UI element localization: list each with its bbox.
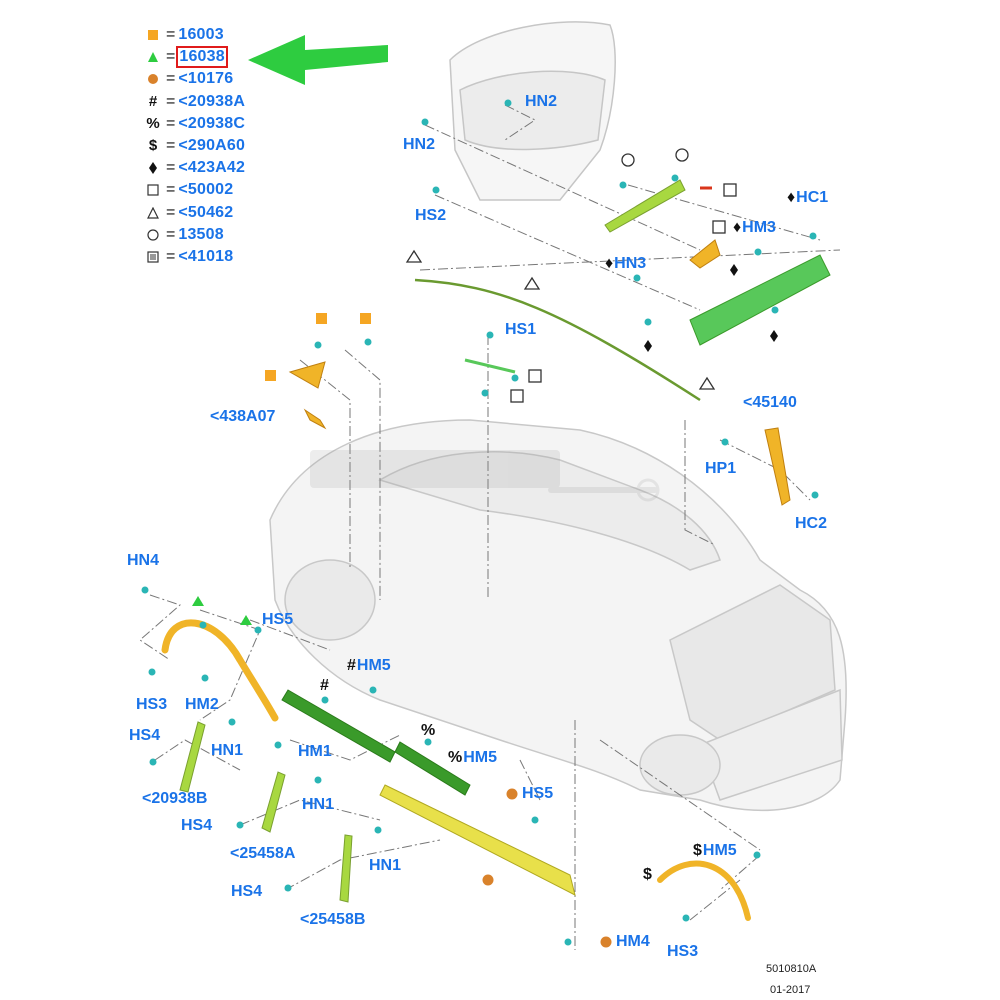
legend-code: <50462 bbox=[178, 203, 234, 221]
upper-lime-strip bbox=[604, 179, 686, 233]
legend-row: = <50462 bbox=[146, 202, 286, 224]
open-triangle-icon bbox=[146, 206, 160, 220]
hs1-part bbox=[464, 358, 516, 374]
label-hc2: HC2 bbox=[795, 515, 828, 532]
legend-row: = <41018 bbox=[146, 246, 286, 268]
label-438a07: <438A07 bbox=[210, 408, 276, 425]
legend-row: = <423A42 bbox=[146, 157, 286, 179]
label-hn1-b: HN1 bbox=[302, 796, 335, 813]
label-hm5-top: #HM5 bbox=[347, 657, 391, 674]
label-hs3-left: HS3 bbox=[136, 696, 168, 713]
legend-row: = 13508 bbox=[146, 224, 286, 246]
label-hm5-right: $HM5 bbox=[693, 842, 737, 859]
label-25458a: <25458A bbox=[230, 845, 296, 862]
label-hm3: ♦HM3 bbox=[733, 219, 776, 236]
legend-row: = <50002 bbox=[146, 179, 286, 201]
label-hm5-mid: %HM5 bbox=[448, 749, 498, 766]
clips bbox=[141, 99, 819, 946]
label-hn1-a: HN1 bbox=[211, 742, 244, 759]
legend-code: <41018 bbox=[178, 247, 234, 265]
lime-pillar-3 bbox=[339, 834, 353, 903]
diamond-icon bbox=[146, 161, 160, 175]
clip-icon bbox=[146, 250, 160, 264]
legend-code: <20938C bbox=[178, 114, 246, 132]
label-20938b: <20938B bbox=[142, 790, 208, 807]
label-25458b: <25458B bbox=[300, 911, 366, 928]
rear-spoiler-strip bbox=[689, 254, 831, 346]
label-hn2-top: HN2 bbox=[525, 93, 558, 110]
label-hp1: HP1 bbox=[705, 460, 737, 477]
symbol-legend: = 16003 = 16038 = <10176 # = <20938A % =… bbox=[146, 24, 286, 268]
dollar-marker: $ bbox=[643, 866, 652, 883]
legend-row: # = <20938A bbox=[146, 91, 286, 113]
open-circle-icon bbox=[146, 228, 160, 242]
green-triangle-icon bbox=[146, 50, 160, 64]
legend-row: % = <20938C bbox=[146, 114, 246, 132]
diagram-code: 5010810A bbox=[766, 963, 817, 975]
dollar-symbol: $ bbox=[148, 137, 158, 155]
label-hn3: ♦HN3 bbox=[605, 255, 647, 272]
legend-code: <423A42 bbox=[178, 159, 246, 177]
percent-marker: % bbox=[421, 722, 436, 739]
rocker-dark-green bbox=[281, 689, 396, 763]
label-hs3-right: HS3 bbox=[667, 943, 699, 960]
legend-code: 13508 bbox=[178, 225, 224, 243]
percent-symbol: % bbox=[146, 114, 160, 132]
label-hn2-left: HN2 bbox=[403, 136, 436, 153]
parts bbox=[161, 179, 831, 921]
label-hs5-right: HS5 bbox=[522, 785, 554, 802]
legend-code: 16003 bbox=[178, 26, 224, 44]
rocker-dark-green-2 bbox=[394, 741, 471, 796]
legend-row: = 16003 bbox=[146, 24, 286, 46]
wheel-arch-right bbox=[657, 860, 751, 921]
highlight-arrow bbox=[248, 35, 388, 85]
lime-pillar-1 bbox=[179, 721, 206, 793]
label-hs4-b: HS4 bbox=[181, 817, 213, 834]
orange-square-icon bbox=[146, 28, 160, 42]
orange-triangle-part bbox=[288, 361, 326, 389]
open-square-icon bbox=[146, 183, 160, 197]
label-hm2: HM2 bbox=[185, 696, 219, 713]
brown-circle-icon bbox=[146, 72, 160, 86]
diagram-date: 01-2017 bbox=[770, 984, 811, 996]
rocker-yellow bbox=[379, 784, 576, 896]
legend-row: $ = <290A60 bbox=[146, 135, 286, 157]
label-hs4-a: HS4 bbox=[129, 727, 161, 744]
lime-pillar-2 bbox=[261, 771, 286, 833]
label-hn4: HN4 bbox=[127, 552, 160, 569]
label-45140: <45140 bbox=[743, 394, 797, 411]
label-hm1: HM1 bbox=[298, 743, 332, 760]
label-hs5-left: HS5 bbox=[262, 611, 294, 628]
legend-code: <50002 bbox=[178, 181, 234, 199]
legend-code-highlighted: 16038 bbox=[176, 46, 228, 69]
label-hs1: HS1 bbox=[505, 321, 537, 338]
label-hn1-c: HN1 bbox=[369, 857, 402, 874]
label-hs2: HS2 bbox=[415, 207, 447, 224]
vehicle-body bbox=[269, 419, 847, 812]
pillar-orange-part bbox=[764, 427, 791, 506]
orange-sensor-part bbox=[303, 408, 327, 430]
label-hs4-c: HS4 bbox=[231, 883, 263, 900]
wheel-arch-left bbox=[161, 619, 279, 722]
legend-row: = 16038 bbox=[146, 46, 286, 69]
hash-marker: # bbox=[320, 677, 329, 694]
roof-curve-strip bbox=[414, 278, 701, 402]
watermark bbox=[310, 450, 660, 502]
orange-bracket-upper bbox=[689, 239, 721, 269]
legend-row: = <10176 bbox=[146, 68, 286, 90]
legend-code: <20938A bbox=[178, 92, 246, 110]
drawing-symbols bbox=[192, 148, 778, 948]
label-hm4: HM4 bbox=[616, 933, 650, 950]
hash-symbol: # bbox=[148, 92, 158, 110]
legend-code: <290A60 bbox=[178, 137, 246, 155]
label-hc1: ♦HC1 bbox=[787, 189, 829, 206]
legend-code: <10176 bbox=[178, 70, 234, 88]
